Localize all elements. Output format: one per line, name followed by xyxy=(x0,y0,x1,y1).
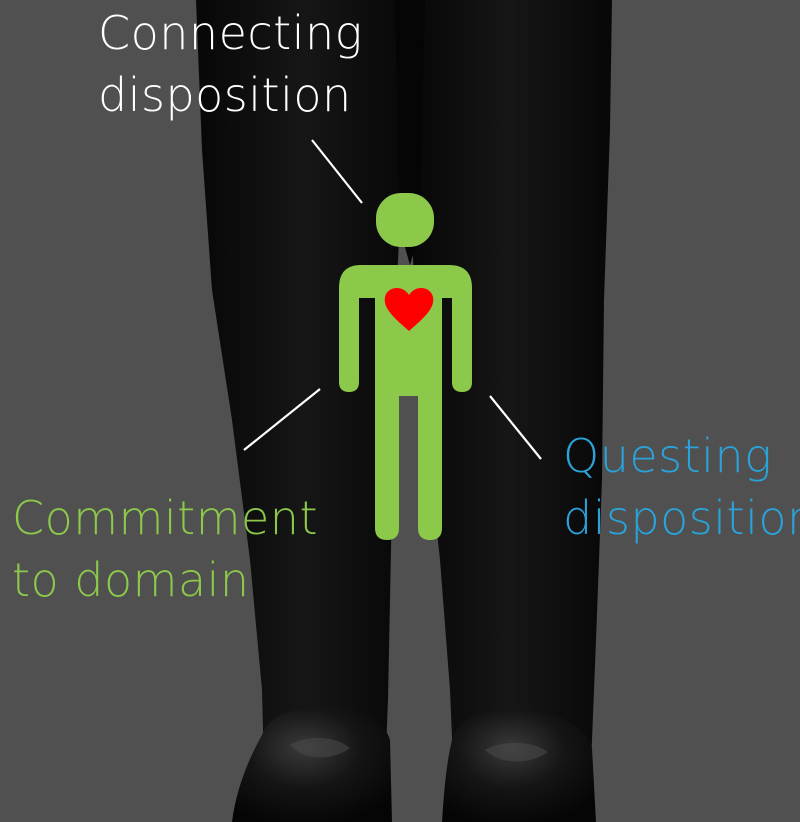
label-questing-line1: Questing xyxy=(563,429,773,483)
label-commitment-to-domain: Commitment to domain xyxy=(12,487,318,611)
label-commitment-line2: to domain xyxy=(12,553,250,607)
connector-line-connecting xyxy=(311,139,363,204)
heart-icon xyxy=(384,288,434,331)
connector-line-commitment xyxy=(243,388,321,451)
right-shoe-highlight xyxy=(485,742,548,762)
left-trouser-leg xyxy=(196,0,412,812)
right-shoe xyxy=(442,709,596,822)
label-connecting-line1: Connecting xyxy=(98,6,363,60)
person-icon xyxy=(339,193,472,540)
background-photo xyxy=(196,0,612,822)
right-trouser-leg xyxy=(408,0,612,808)
label-connecting-disposition: Connecting disposition xyxy=(98,2,363,126)
left-shoe xyxy=(232,707,392,822)
label-questing-disposition: Questing disposition xyxy=(563,425,800,549)
label-connecting-line2: disposition xyxy=(98,68,352,122)
connector-line-questing xyxy=(489,395,542,460)
label-commitment-line1: Commitment xyxy=(12,491,318,545)
left-shoe-highlight xyxy=(290,737,350,758)
figure-body xyxy=(339,265,472,540)
figure-head xyxy=(376,193,434,247)
label-questing-line2: disposition xyxy=(563,491,800,545)
